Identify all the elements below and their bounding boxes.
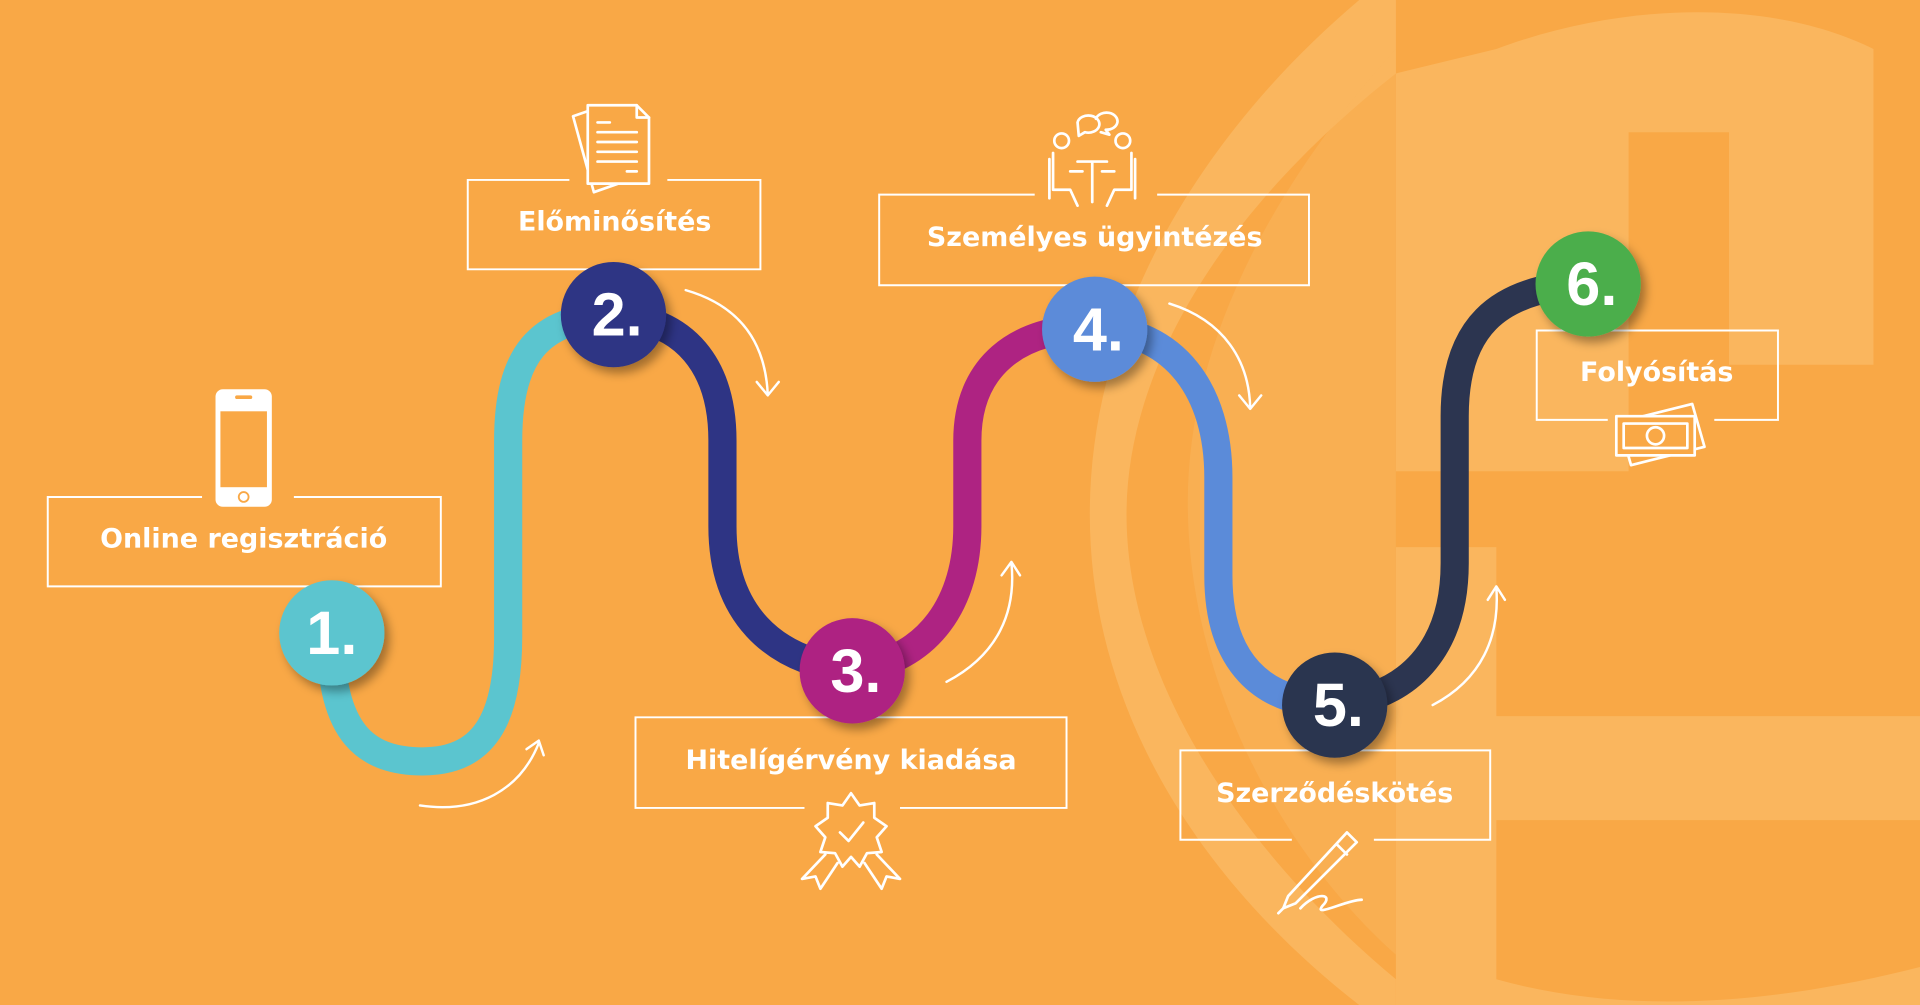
step-4-circle xyxy=(1042,276,1148,382)
path-segment-2 xyxy=(598,301,866,684)
step-5-label: Szerződéskötés xyxy=(1216,778,1453,809)
meeting-people-icon xyxy=(1048,111,1137,207)
path-segment-4 xyxy=(1079,313,1349,718)
certificate-badge-icon xyxy=(800,791,902,891)
step-3-circle xyxy=(799,618,905,724)
money-bills-icon xyxy=(1614,402,1706,467)
step-3-number: 3. xyxy=(830,637,881,705)
path-segment-5 xyxy=(1320,269,1603,718)
step-6-label: Folyósítás xyxy=(1580,357,1733,388)
step-2-circle xyxy=(560,261,667,368)
path-segment-1 xyxy=(316,301,627,776)
step-6-circle xyxy=(1535,231,1641,337)
step-1-frame xyxy=(46,496,442,588)
step-3-label: Hitelígérvény kiadása xyxy=(686,745,1017,776)
path-segment-3 xyxy=(836,313,1108,684)
fountain-pen-icon xyxy=(1277,831,1363,915)
documents-icon xyxy=(571,103,651,194)
step-2-number: 2. xyxy=(592,281,643,349)
direction-arrows xyxy=(418,288,1507,809)
step-2-label: Előminősítés xyxy=(518,206,711,237)
arrow-icon xyxy=(1431,585,1507,707)
watermark-logo xyxy=(1089,0,1920,1005)
arrow-icon xyxy=(684,288,780,397)
step-4-label: Személyes ügyintézés xyxy=(927,222,1263,253)
step-5-circle xyxy=(1282,652,1388,758)
step-5-number: 5. xyxy=(1313,671,1364,739)
arrow-icon xyxy=(1168,302,1263,411)
step-1-label: Online regisztráció xyxy=(100,523,387,554)
smartphone-icon xyxy=(215,389,272,507)
arrow-icon xyxy=(418,739,545,809)
step-4-number: 4. xyxy=(1073,295,1124,363)
step-1-circle xyxy=(279,580,385,686)
step-1-number: 1. xyxy=(306,599,357,667)
step-6-number: 6. xyxy=(1566,250,1617,318)
step-6-frame xyxy=(1535,329,1779,421)
arrow-icon xyxy=(945,560,1022,684)
